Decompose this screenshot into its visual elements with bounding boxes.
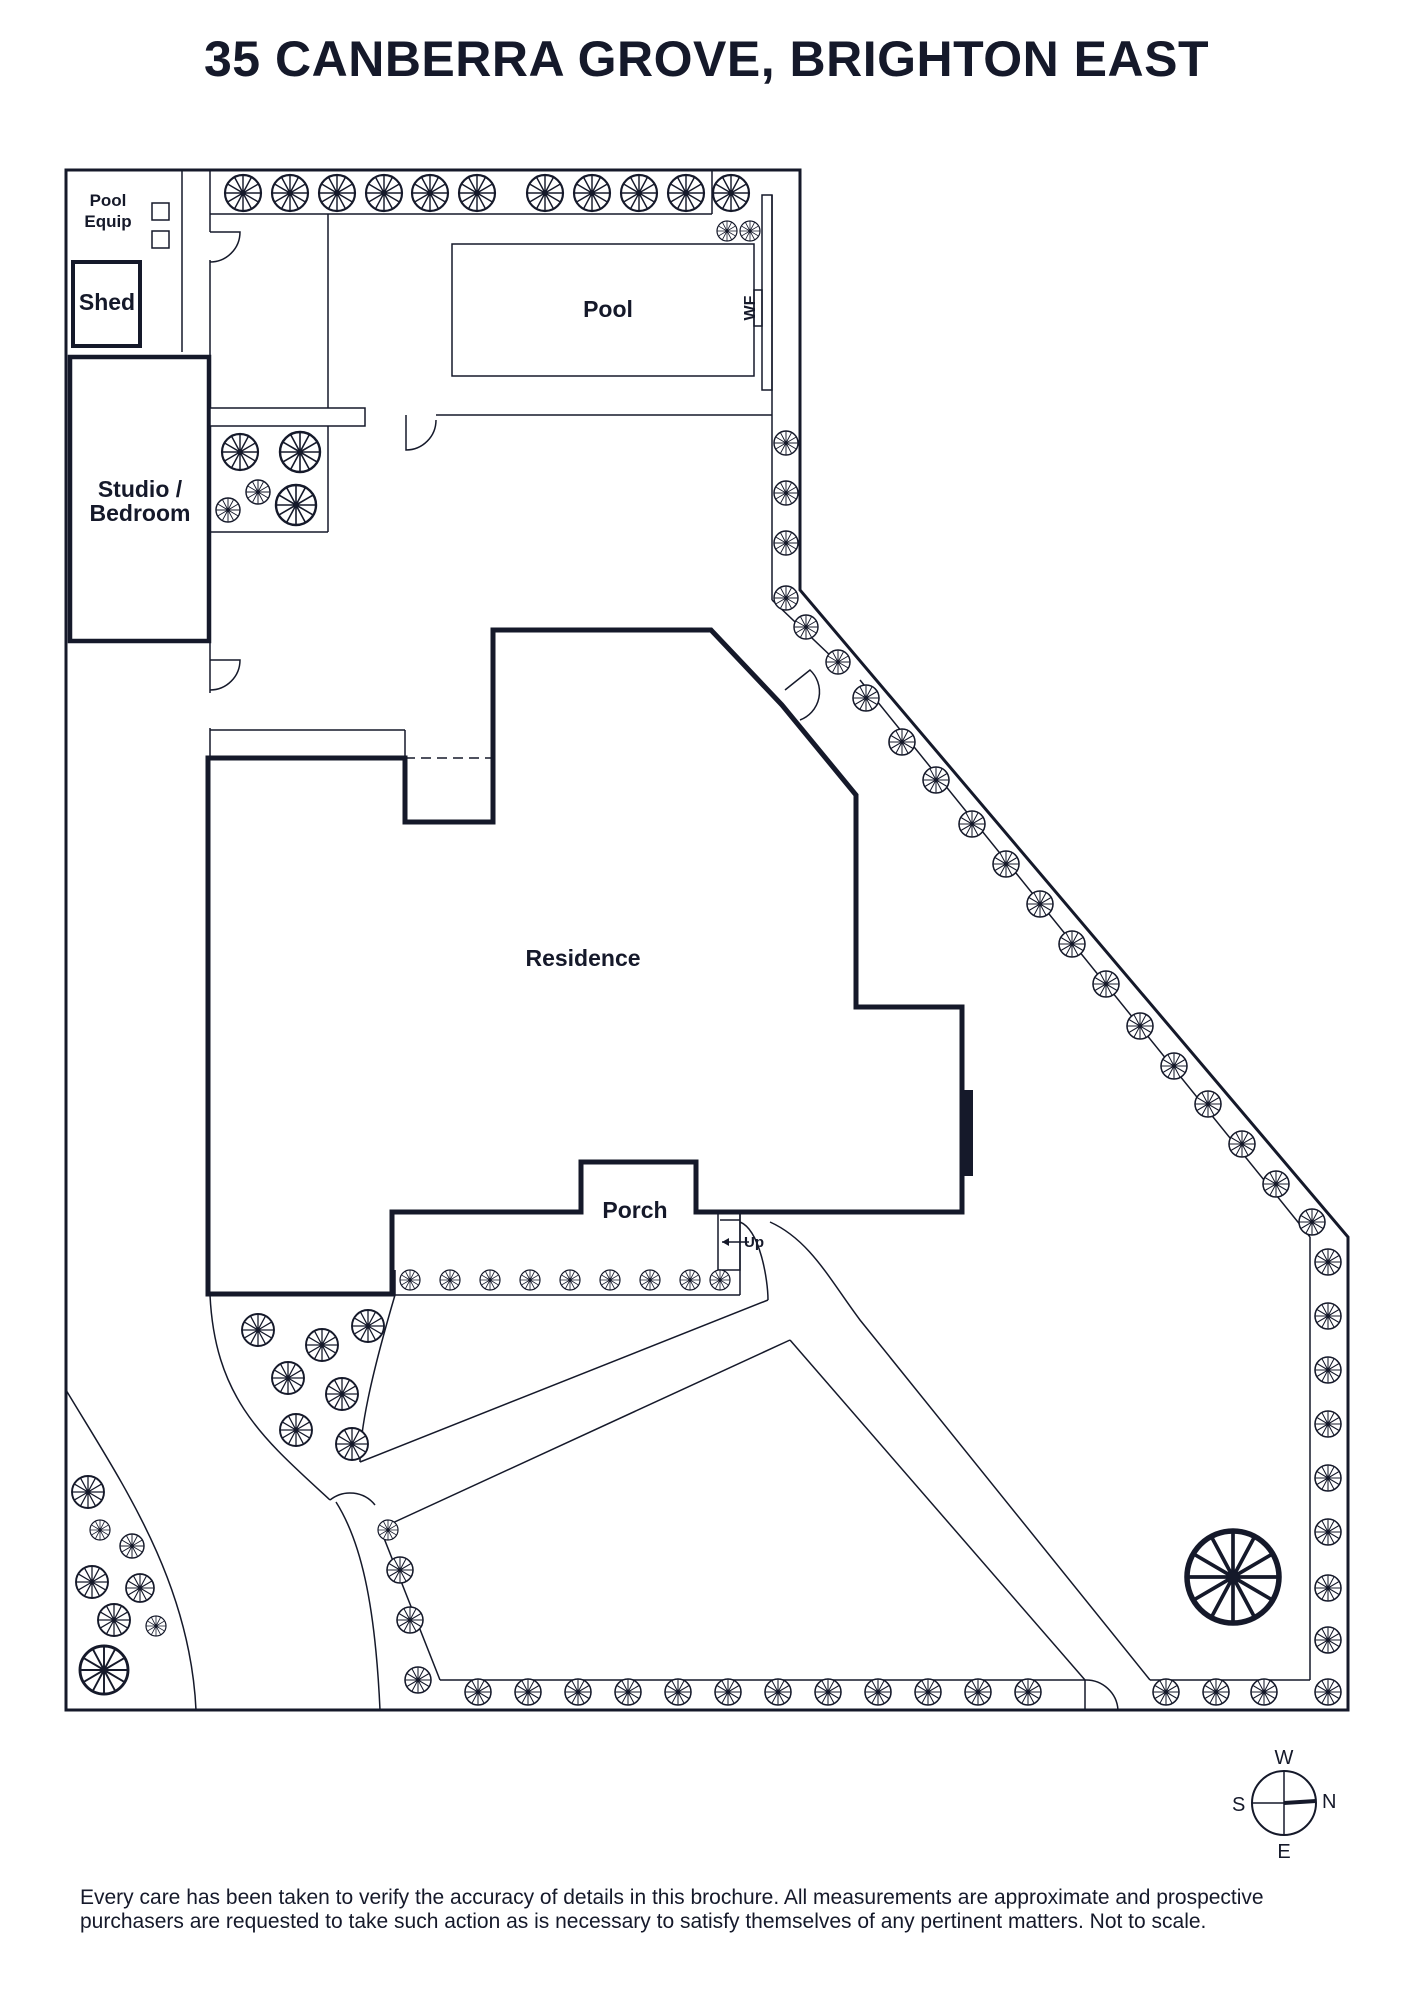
up-label: Up xyxy=(744,1234,764,1251)
residence-label: Residence xyxy=(525,945,640,971)
compass-south: S xyxy=(1232,1794,1245,1816)
page-title: 35 CANBERRA GROVE, BRIGHTON EAST xyxy=(203,31,1209,87)
studio-outline xyxy=(67,354,212,644)
pool-equip-box xyxy=(151,202,170,221)
porch-steps xyxy=(717,1211,741,1271)
chimney xyxy=(962,1090,973,1176)
pool-label: Pool xyxy=(583,296,633,322)
water-feature xyxy=(753,289,763,327)
compass-north: N xyxy=(1322,1791,1336,1813)
pool-equip-label: Pool xyxy=(90,191,127,210)
disclaimer-line: purchasers are requested to take such ac… xyxy=(80,1910,1207,1933)
compass-west: W xyxy=(1275,1747,1294,1769)
shrubs xyxy=(72,175,1341,1705)
pool-coping xyxy=(761,194,773,391)
shed-outline xyxy=(71,260,142,348)
compass-east: E xyxy=(1277,1841,1290,1863)
residence-outline xyxy=(205,627,965,1297)
pool-equip-box xyxy=(151,230,170,249)
disclaimer-line: Every care has been taken to verify the … xyxy=(80,1886,1264,1909)
landscape-lines xyxy=(65,170,1311,1711)
wf-label: WF xyxy=(742,295,759,320)
shed-label: Shed xyxy=(79,289,135,315)
door-swings xyxy=(209,231,1119,1711)
compass: W N S E xyxy=(1232,1747,1336,1863)
studio-label: Studio / xyxy=(98,476,183,502)
studio-wall-link xyxy=(209,407,366,427)
disclaimer: Every care has been taken to verify the … xyxy=(80,1886,1380,1934)
studio-label: Bedroom xyxy=(90,500,191,526)
property-boundary xyxy=(64,168,1350,1712)
porch-label: Porch xyxy=(602,1197,667,1223)
pool-equip-label: Equip xyxy=(84,212,131,231)
